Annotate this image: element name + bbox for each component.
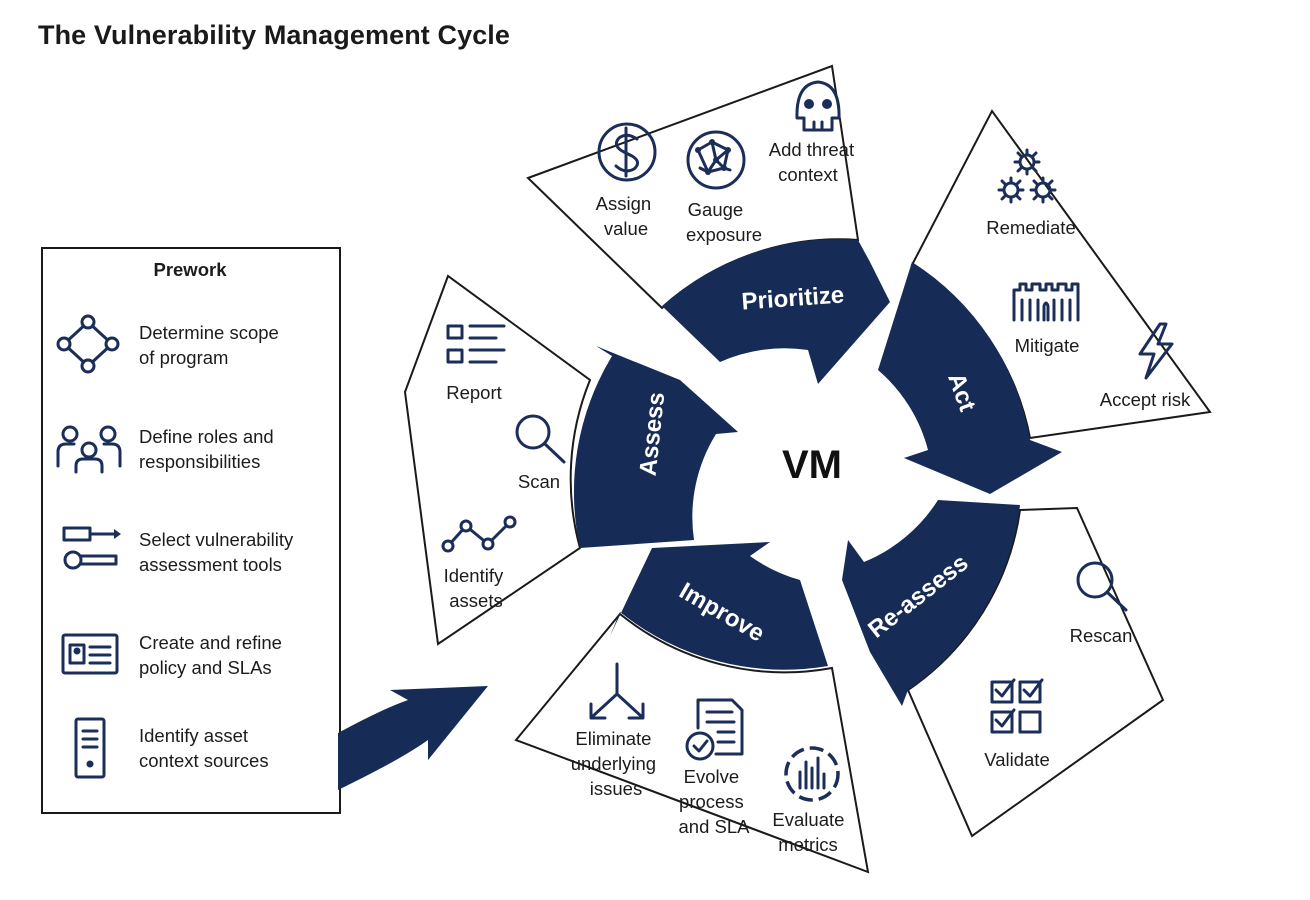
prework-item-label: Select vulnerability assessment tools <box>139 529 298 575</box>
checkbox-grid-icon <box>990 678 1044 734</box>
prioritize-item-label: Gauge exposure <box>686 199 762 245</box>
globe-network-icon <box>686 130 746 190</box>
act-item-label: Remediate <box>986 217 1075 238</box>
castle-wall-icon <box>1012 282 1080 322</box>
improve-item-label: Eliminate underlying issues <box>571 728 662 799</box>
reassess-item-label: Rescan <box>1070 625 1133 646</box>
act-item-label: Mitigate <box>1015 335 1080 356</box>
prework-title: Prework <box>153 259 227 280</box>
arrow-improve <box>610 542 828 670</box>
arrow-act <box>878 262 1062 494</box>
prework-panel: Prework Determine scope of program Defin… <box>41 247 341 814</box>
act-item-label: Accept risk <box>1100 389 1191 410</box>
reassess-item-label: Validate <box>984 749 1049 770</box>
magnifier-icon <box>515 414 566 464</box>
prioritize-item-label: Assign value <box>596 193 657 239</box>
arrow-prioritize <box>662 239 890 384</box>
entry-arrow <box>338 686 488 790</box>
assess-item-label: Scan <box>518 471 560 492</box>
tools-key-icon <box>62 526 121 570</box>
dollar-icon <box>597 122 657 182</box>
arrow-assess <box>573 346 738 548</box>
magnifier-icon <box>1076 561 1128 612</box>
prework-item-label: Identify asset context sources <box>139 725 269 771</box>
scope-cycle-icon <box>56 314 120 374</box>
cycle-arrows <box>573 239 1062 706</box>
policy-card-icon <box>61 633 119 675</box>
petal-assess <box>403 274 592 646</box>
line-graph-icon <box>441 515 517 553</box>
improve-item-label: Evaluate metrics <box>772 809 849 855</box>
petal-reassess <box>906 506 1165 838</box>
petal-improve <box>514 612 870 874</box>
improve-item-label: Evolve process and SLA <box>679 766 751 837</box>
people-roles-icon <box>56 425 122 474</box>
gears-icon <box>997 148 1057 204</box>
skull-icon <box>795 80 841 132</box>
document-check-icon <box>685 698 744 761</box>
fork-arrows-icon <box>589 662 645 720</box>
prioritize-item-label: Add threat context <box>769 139 860 185</box>
page-title: The Vulnerability Management Cycle <box>38 20 511 50</box>
prework-item-label: Create and refine policy and SLAs <box>139 632 287 678</box>
prework-item-label: Determine scope of program <box>139 322 284 368</box>
assess-item-label: Identify assets <box>444 565 509 611</box>
report-list-icon <box>446 324 506 364</box>
prework-item-label: Define roles and responsibilities <box>139 426 279 472</box>
arrow-reassess <box>842 500 1020 706</box>
assess-item-label: Report <box>446 382 502 403</box>
server-icon <box>74 717 106 779</box>
lightning-icon <box>1138 322 1174 380</box>
chart-gauge-icon <box>784 746 840 802</box>
center-label: VM <box>782 443 842 487</box>
